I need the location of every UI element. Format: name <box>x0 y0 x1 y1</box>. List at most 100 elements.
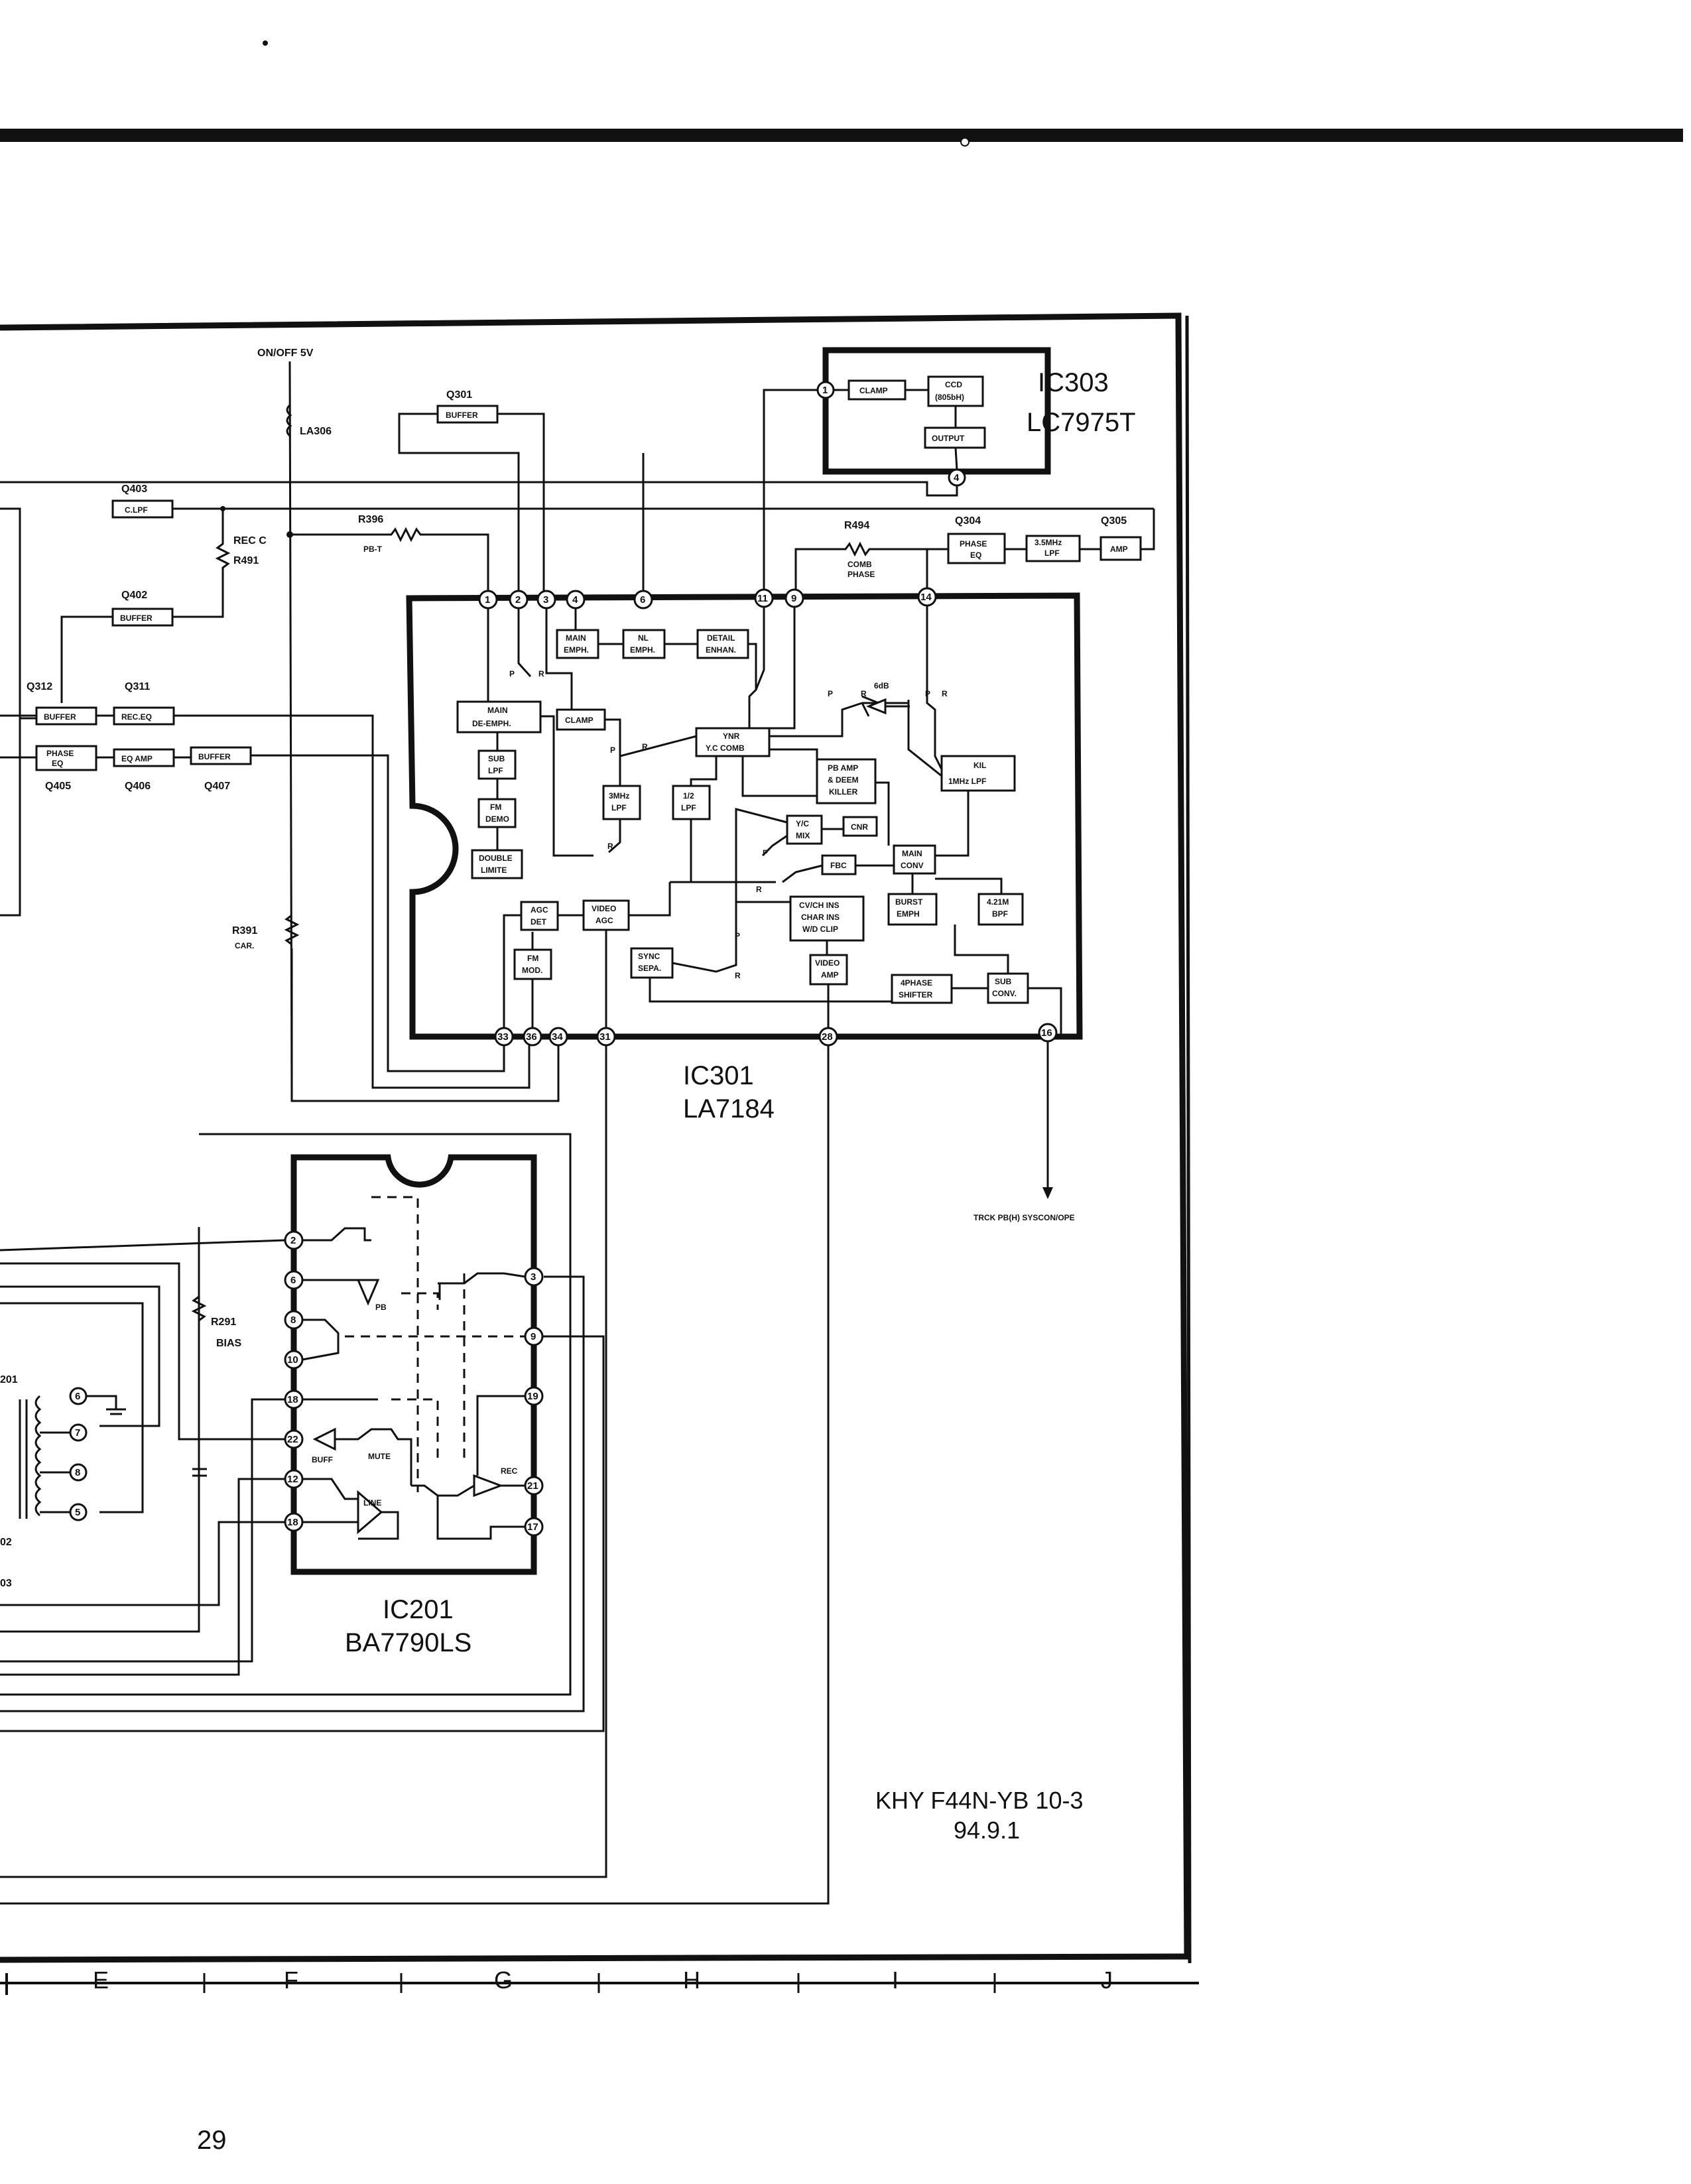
track-pb-arrow <box>1042 1187 1053 1199</box>
ic303-chip: 1 CLAMP CCD (805bH) OUTPUT 4 IC303 LC797… <box>816 347 1136 487</box>
ic301-3mhz-lpf-l1: 3MHz <box>609 791 629 801</box>
ic301-detail-enhan-l1: DETAIL <box>707 633 735 643</box>
q301-label: BUFFER <box>446 411 478 420</box>
ic301-sw-p-2: P <box>610 745 615 755</box>
ic301-main-conv <box>893 844 936 875</box>
ic201-pin-2-label: 2 <box>290 1235 296 1246</box>
ic301-cvch-ins-l1: CV/CH INS <box>799 901 840 910</box>
ic301-pb-amp <box>816 758 877 804</box>
lpf-35mhz-label-2: LPF <box>1044 548 1060 558</box>
q407-ref: Q407 <box>204 781 230 792</box>
ic301-part-number: LA7184 <box>683 1094 775 1124</box>
footer-model-code: KHY F44N-YB 10-3 <box>875 1787 1083 1814</box>
ic301-ynr-comb <box>695 727 771 757</box>
ic301-yc-mix-l2: MIX <box>796 831 810 840</box>
r291-resistor <box>191 1295 207 1322</box>
ic301-421-bpf-l2: BPF <box>992 909 1008 919</box>
column-label-g: G <box>494 1966 513 1994</box>
ic301-fm-mod-l2: MOD. <box>522 966 542 975</box>
ic301-6db-label: 6dB <box>874 681 889 690</box>
ic301-sw-r-2: R <box>642 742 648 751</box>
column-label-e: E <box>93 1966 109 1994</box>
ic201-pin-21-label: 21 <box>527 1480 538 1492</box>
ic201-pin-6-label: 6 <box>290 1275 296 1286</box>
q406-ref: Q406 <box>125 781 151 792</box>
ic201-buff-label: BUFF <box>312 1455 333 1464</box>
q403-ref: Q403 <box>121 483 147 495</box>
ic303-ccd-label: CCD <box>945 380 962 389</box>
ic301-sub-conv <box>987 972 1029 1004</box>
q304-ref: Q304 <box>955 515 981 527</box>
top-rule-hole <box>960 137 970 147</box>
ic301-agc-det-l1: AGC <box>531 905 548 915</box>
ic301-main-emph-l2: EMPH. <box>564 645 589 655</box>
ic303-part-number: LC7975T <box>1027 408 1136 437</box>
ic301-fbc-label: FBC <box>830 861 847 870</box>
ic301-main-conv-l1: MAIN <box>902 849 922 858</box>
ic301-main-de-emph-l1: MAIN <box>487 706 508 715</box>
ic301-pin-36 <box>523 1027 542 1047</box>
ic301-nl-emph-l1: NL <box>638 633 649 643</box>
ic301-yc-mix-l1: Y/C <box>796 819 809 828</box>
r491-resistor <box>215 511 231 610</box>
top-rule <box>0 129 1683 142</box>
r396-resistor <box>290 527 489 598</box>
ic301-nl-emph-l2: EMPH. <box>630 645 655 655</box>
column-label-f: F <box>284 1966 298 1994</box>
ic303-output-block <box>924 426 986 449</box>
r391-sub-label: CAR. <box>235 941 254 950</box>
q403-block <box>111 499 174 519</box>
ic303-output-label: OUTPUT <box>932 434 965 443</box>
ic201-pin-8-label: 8 <box>290 1315 296 1326</box>
ic301-video-amp-l1: VIDEO <box>815 958 840 968</box>
ic301-sync-sepa <box>630 947 674 979</box>
q402-ref: Q402 <box>121 590 147 601</box>
ic303-pin-4-label: 4 <box>954 472 960 483</box>
ic201-pin-18b-label: 18 <box>287 1517 298 1528</box>
ic301-pb-amp-l1: PB AMP <box>828 763 858 773</box>
ic301-burst-emph-l2: EMPH <box>897 909 920 919</box>
ic301-cvch-ins-l2: CHAR INS <box>801 913 840 922</box>
ic301-cnr <box>842 816 878 837</box>
ic301-sw-p-6: P <box>925 689 930 698</box>
ic301-main-emph-l1: MAIN <box>566 633 586 643</box>
ic301-agc-det-l2: DET <box>531 917 547 927</box>
ic301-chip <box>406 592 1083 1040</box>
q407-block <box>190 746 252 765</box>
ic301-burst-emph-l1: BURST <box>895 897 923 907</box>
column-ruler: E F G H I J <box>0 1966 1199 1995</box>
ic301-half-lpf-l2: LPF <box>681 803 696 812</box>
q301-ref: Q301 <box>446 389 472 401</box>
r396-label: R396 <box>358 514 383 525</box>
r291-sub-label: BIAS <box>216 1338 242 1349</box>
comb-phase-label-1: COMB <box>847 560 872 569</box>
ic301-main-conv-l2: CONV <box>901 861 924 870</box>
edge-label-03: 03 <box>0 1578 12 1589</box>
ic301-pin-14-label: 14 <box>920 592 932 603</box>
ic303-clamp-label: CLAMP <box>859 386 888 395</box>
ic301-body <box>406 592 1083 1040</box>
la306-coil <box>286 403 292 438</box>
ic301-sub-lpf-l2: LPF <box>488 766 503 775</box>
q402-label: BUFFER <box>120 613 153 623</box>
ic301-detail-enhan-l2: ENHAN. <box>706 645 736 655</box>
head-pin-6-label: 6 <box>75 1391 80 1402</box>
ic301-double-limiter-l2: LIMITE <box>481 866 507 875</box>
la306-label: LA306 <box>300 426 332 437</box>
ic301-sw-r-5: R <box>735 971 741 980</box>
ic301-name: IC301 <box>683 1061 754 1090</box>
q405-label: PHASE <box>46 749 74 758</box>
ic301-fm-mod-l1: FM <box>527 954 538 963</box>
ic301-sw-r-1: R <box>538 669 544 678</box>
ic201-pin-18a-label: 18 <box>287 1394 298 1405</box>
t201-transformer: 6 7 8 5 <box>19 1387 126 1521</box>
ic301-pin-31-label: 31 <box>599 1031 611 1043</box>
ic303-clamp-block <box>847 379 907 401</box>
footer-date: 94.9.1 <box>954 1817 1020 1844</box>
ic201-pb-label: PB <box>375 1303 387 1312</box>
ic303-ccd-sub-label: (805bH) <box>935 393 964 402</box>
q305-label: AMP <box>1110 545 1128 554</box>
ic301-pin-11-label: 11 <box>757 593 768 604</box>
track-pb-label: TRCK PB(H) SYSCON/OPE <box>973 1213 1075 1222</box>
r391-label: R391 <box>232 925 257 936</box>
